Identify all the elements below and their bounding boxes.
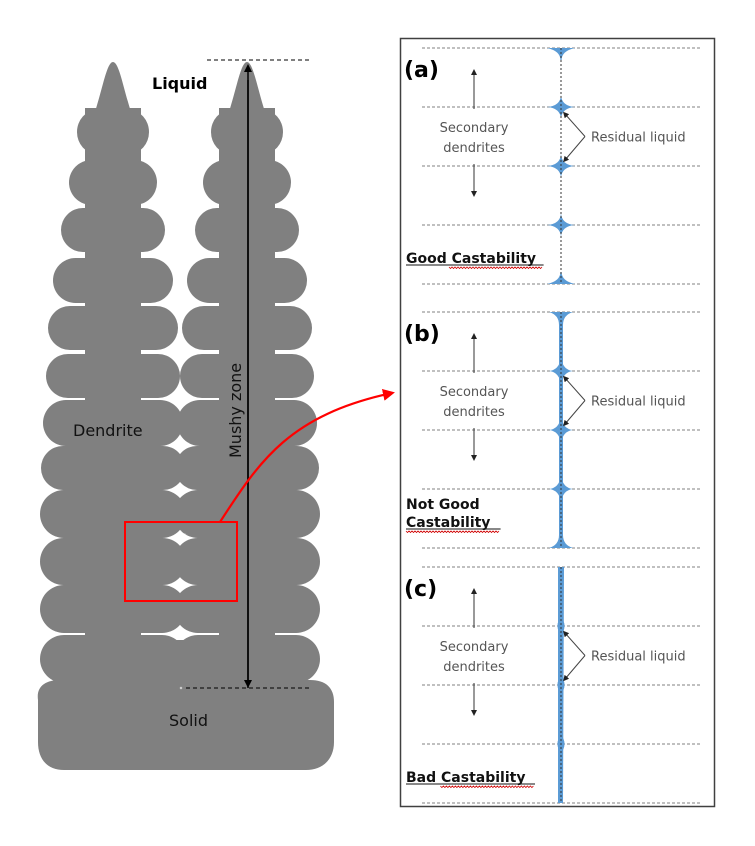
panel-tag: (a) [404,58,439,83]
spellcheck-squiggle [405,530,500,534]
spellcheck-squiggle [440,785,534,789]
solid-label: Solid [169,711,208,730]
dendrite-tip [95,62,131,112]
residual-liquid-pocket [174,580,188,588]
secondary-dendrite-arm [43,400,183,446]
castability-label: Castability [406,515,490,531]
residual-liquid-label: Residual liquid [591,131,686,146]
secondary-dendrites-label: dendrites [443,660,505,675]
secondary-dendrite-arm [174,538,320,585]
castability-label: Not Good [406,497,480,513]
secondary-dendrite-arm [203,160,291,205]
residual-liquid-pointer [563,111,586,137]
secondary-dendrite-arm [61,208,165,252]
residual-liquid-pocket [174,530,188,538]
dendrite-label: Dendrite [73,421,143,440]
panel-a: (a) Secondary dendrites Residual liquidGood… [404,47,700,285]
secondary-dendrite-arm [180,354,314,398]
residual-liquid-label: Residual liquid [591,395,686,410]
residual-liquid-label: Residual liquid [591,650,686,665]
dendrite-illustration [37,62,334,770]
secondary-dendrite-arm [53,258,173,303]
residual-liquid-pointer [563,400,586,427]
secondary-dendrite-arm [187,258,307,303]
dendrite-tip [229,62,265,112]
secondary-dendrite-arm [46,354,180,398]
secondary-dendrite-arm [69,160,157,205]
secondary-dendrite-arm [174,585,320,633]
residual-liquid-pocket [547,95,575,119]
secondary-dendrites-label: Secondary [440,640,509,655]
secondary-dendrite-arm [177,400,317,446]
residual-liquid-pointer [563,136,586,163]
secondary-dendrites-label: Secondary [440,385,509,400]
residual-liquid-pocket [174,631,188,639]
secondary-dendrite-arm [48,306,178,350]
residual-liquid-pocket [179,686,183,690]
secondary-dendrite-arm [41,446,185,490]
solid-region-join [120,640,260,700]
panel-tag: (c) [404,577,437,602]
secondary-dendrite-arm [175,446,319,490]
secondary-dendrite-arm [211,110,283,154]
solid-region [37,680,334,770]
castability-label: Bad Castability [406,770,525,786]
residual-liquid-pocket [174,483,188,491]
mushy-zone-label: Mushy zone [226,363,245,458]
secondary-dendrite-arm [40,490,186,538]
panel-b: (b) Secondary dendrites Residual liquidNot … [404,311,700,549]
residual-liquid-pocket [557,619,565,633]
mushy-zone-indicator [186,59,312,689]
residual-liquid-pointer [563,375,586,401]
dendrite-column [174,62,320,708]
residual-liquid-pointer [563,655,586,682]
spellcheck-squiggle [448,266,543,270]
secondary-dendrite-arm [195,208,299,252]
residual-liquid-pointer [563,630,586,656]
panel-tag: (b) [404,322,440,347]
secondary-dendrite-arm [182,306,312,350]
secondary-dendrite-arm [40,538,186,585]
dendrite-column [40,62,186,708]
residual-liquid-pocket [172,438,190,448]
secondary-dendrites-label: dendrites [443,405,505,420]
secondary-dendrites-label: dendrites [443,141,505,156]
secondary-dendrite-arm [40,585,186,633]
secondary-dendrite-arm [174,490,320,538]
highlight-box [124,521,238,602]
zoom-arrow [219,389,395,523]
panel-c: (c) Secondary dendrites Residual liquidBad … [404,566,700,804]
castability-label: Good Castability [406,251,536,267]
secondary-dendrite-arm [77,110,149,154]
liquid-label: Liquid [152,74,207,93]
secondary-dendrites-label: Secondary [440,121,509,136]
